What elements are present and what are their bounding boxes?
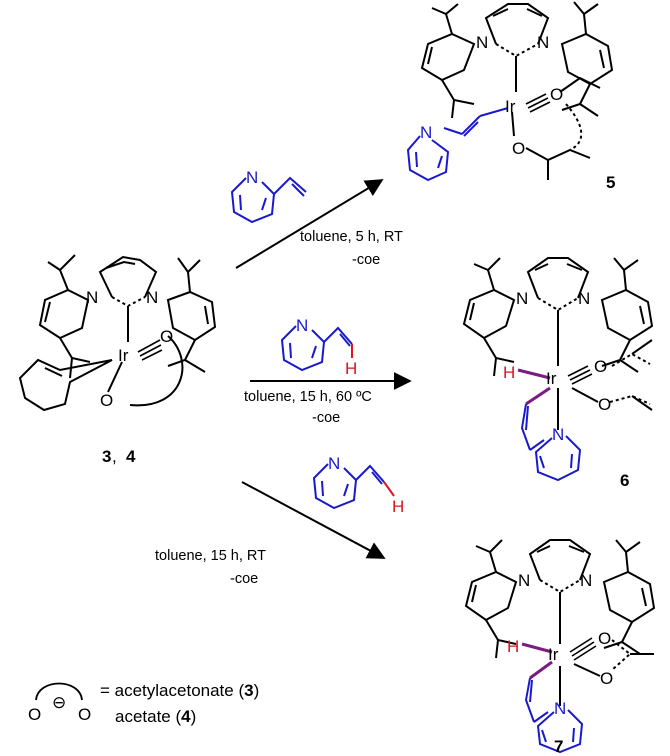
p5-n-pyridine: N	[420, 123, 432, 142]
legend-symbol	[35, 682, 83, 701]
p5-ir: Ir	[505, 97, 516, 116]
p7-ir-h-bond	[521, 642, 553, 654]
p5-o1: O	[550, 85, 563, 104]
legend-acac-text: = acetylacetonate (3)	[100, 681, 259, 700]
legend-o2: O	[78, 705, 91, 724]
start-o1: O	[160, 327, 173, 346]
p6-ir-vinyl	[525, 386, 551, 406]
p7-n2: N	[580, 571, 592, 590]
cond-2-line1: toluene, 15 h, 60 ºC	[244, 389, 372, 405]
p7-o2: O	[600, 669, 613, 688]
p6-vinylpyridine	[520, 403, 582, 482]
p5-ir-vinyl	[479, 107, 509, 117]
cond-2-line2: -coe	[312, 410, 340, 426]
p6-n2: N	[578, 289, 590, 308]
product-5	[420, 1, 614, 180]
p7-n-pyridine: N	[554, 699, 566, 718]
p6-o2: O	[598, 395, 611, 414]
p7-hydride: H	[507, 637, 519, 656]
p7-n1: N	[518, 571, 530, 590]
start-ir: Ir	[118, 346, 129, 365]
p6-n-pyridine: N	[552, 425, 564, 444]
reagent-vinylpyridine-2	[280, 325, 353, 372]
legend-o1: O	[28, 705, 41, 724]
p6-n1: N	[516, 289, 528, 308]
reagent1-n: N	[246, 168, 258, 187]
start-n1: N	[86, 288, 98, 307]
compound-label-3: 3	[102, 447, 111, 466]
p5-n2: N	[537, 33, 549, 52]
cond-3-line2: -coe	[230, 571, 258, 587]
p5-o2: O	[512, 139, 525, 158]
p6-ir-h-bond	[517, 368, 551, 380]
reagent2-n: N	[296, 316, 308, 335]
cond-3-line1: toluene, 15 h, RT	[155, 548, 266, 564]
reagent3-n: N	[328, 454, 340, 473]
starting-complex	[18, 254, 217, 412]
compound-label-6: 6	[620, 471, 629, 490]
product-7	[464, 539, 656, 706]
compound-label-4: 4	[126, 447, 136, 466]
product-6	[462, 257, 654, 430]
reagent3-ch-bond	[383, 481, 395, 497]
legend-charge: ⊖	[52, 693, 66, 712]
reagent3-h: H	[392, 497, 404, 516]
arrow-to-5	[235, 179, 384, 269]
reagent2-h: H	[345, 359, 357, 378]
compound-label-7: 7	[554, 737, 563, 756]
cond-1-line2: -coe	[352, 252, 380, 268]
cond-1-line1: toluene, 5 h, RT	[300, 229, 403, 245]
arrow-to-7	[241, 481, 386, 559]
legend-acetate-text: acetate (4)	[115, 707, 196, 726]
start-o2: O	[100, 391, 113, 410]
p7-vinylpyridine	[524, 677, 584, 754]
reagent-vinylpyridine-1	[230, 176, 307, 224]
p7-o1: O	[598, 629, 611, 648]
p5-n1: N	[476, 33, 488, 52]
p6-ir: Ir	[546, 369, 557, 388]
compound-label-5: 5	[606, 173, 615, 192]
reaction-arrows	[235, 179, 412, 559]
p6-o1: O	[594, 357, 607, 376]
compound-label-sep: ,	[112, 447, 117, 466]
p5-vinylpyridine	[406, 115, 481, 182]
start-n2: N	[146, 288, 158, 307]
p7-ir-vinyl	[529, 660, 553, 680]
p7-ir: Ir	[548, 645, 559, 664]
p6-hydride: H	[503, 363, 515, 382]
reagent-vinylpyridine-3	[312, 463, 385, 510]
